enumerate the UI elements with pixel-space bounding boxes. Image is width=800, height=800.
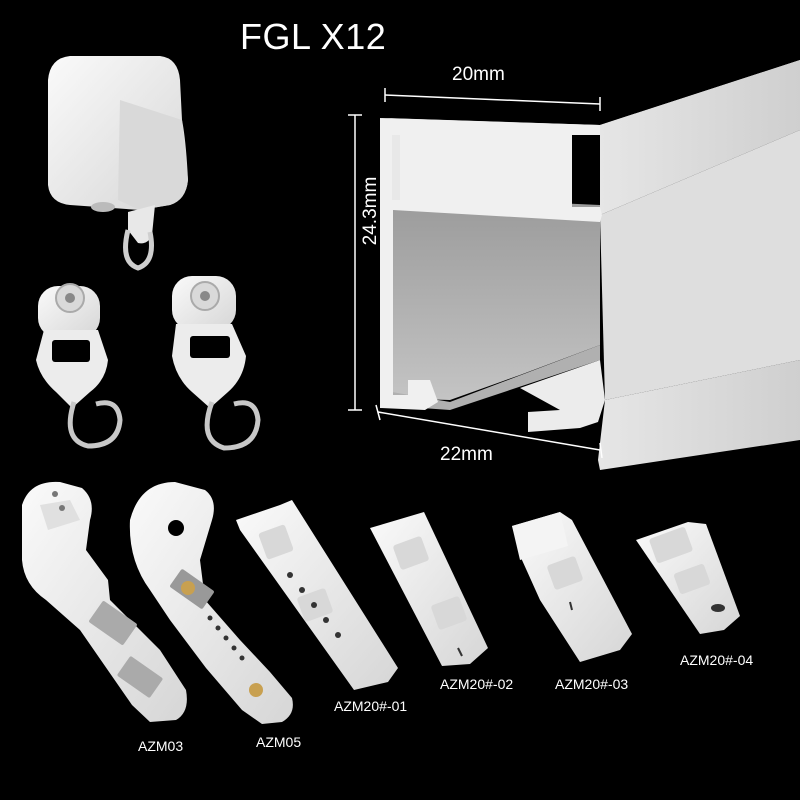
bracket-azm20-03 — [512, 512, 632, 662]
bracket-label: AZM20#-01 — [334, 698, 408, 714]
bracket-label: AZM05 — [256, 734, 302, 750]
product-title: FGL X12 — [240, 16, 387, 57]
track-rail — [380, 60, 800, 470]
roller-hook — [36, 283, 123, 449]
bracket-azm20-01 — [236, 500, 398, 690]
bracket-azm05 — [129, 482, 293, 724]
dimension-lines — [348, 88, 603, 459]
dimension-height: 24.3mm — [360, 176, 381, 246]
bracket-azm20-02 — [370, 512, 488, 666]
bracket-azm03 — [22, 481, 187, 722]
bracket-label: AZM20#-02 — [440, 676, 514, 692]
bracket-label: AZM03 — [138, 738, 184, 754]
bracket-label: AZM20#-04 — [680, 652, 754, 668]
dimension-width-top: 20mm — [452, 64, 505, 85]
bracket-label: AZM20#-03 — [555, 676, 629, 692]
end-cap — [48, 56, 188, 271]
roller-hook — [172, 276, 261, 451]
dimension-width-bottom: 22mm — [440, 444, 493, 465]
bracket-azm20-04 — [636, 522, 740, 634]
